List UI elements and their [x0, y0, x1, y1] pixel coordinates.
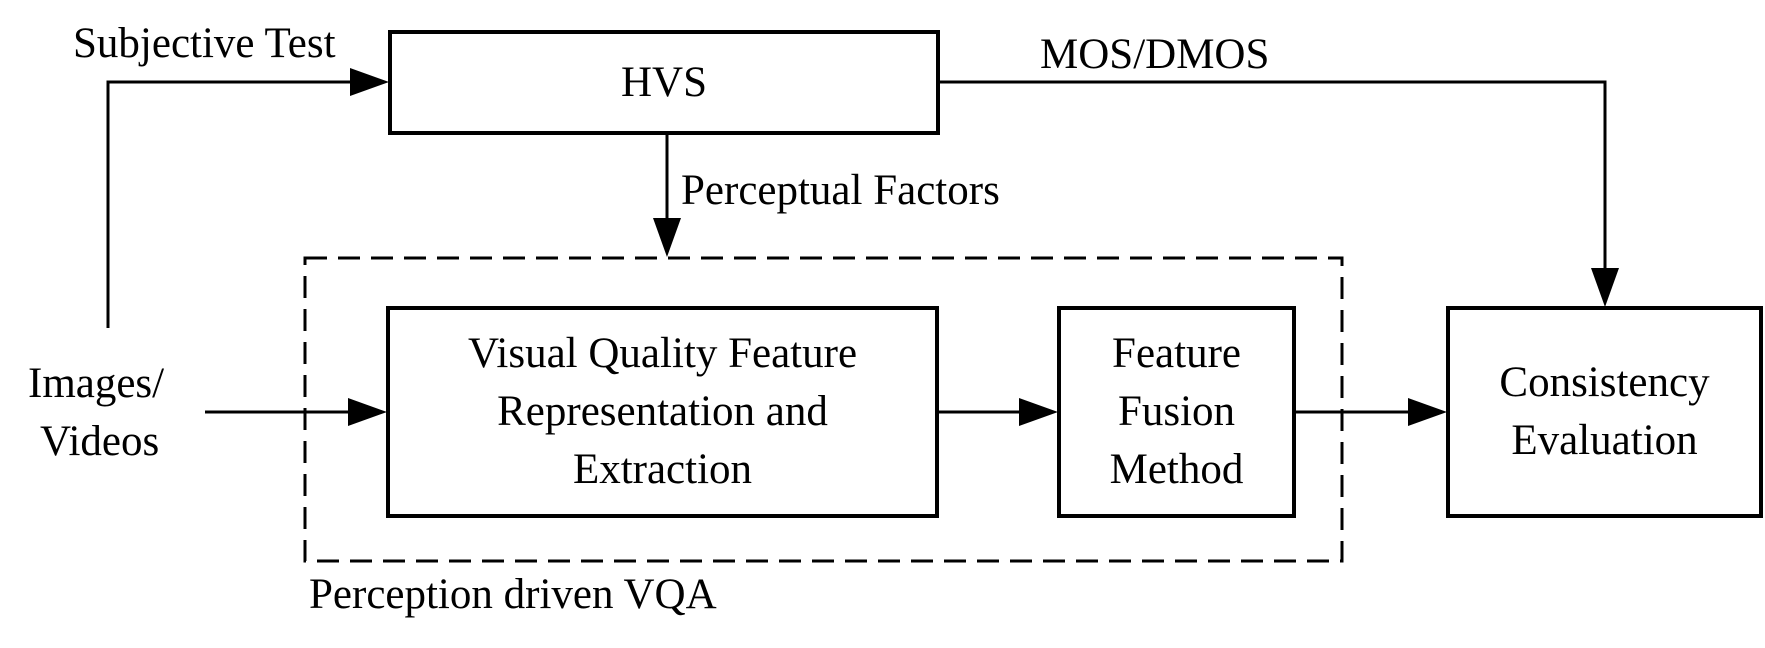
input-arrowhead — [348, 398, 387, 426]
mos-dmos-connector — [938, 80, 1607, 268]
perception-vqa-group-boundary — [303, 256, 1344, 563]
extraction-to-fusion-arrowhead — [1019, 398, 1058, 426]
feature-fusion-line-3: Method — [1109, 446, 1244, 493]
mos-dmos-arrowhead — [1591, 268, 1619, 307]
input-label-line1: Images/ — [28, 360, 165, 407]
consistency-evaluation-line-1: Consistency — [1499, 359, 1710, 406]
consistency-evaluation-box — [1446, 306, 1763, 518]
subjective-test-arrowhead — [350, 68, 389, 96]
feature-extraction-line-3: Extraction — [572, 446, 753, 493]
perceptual-factors-label: Perceptual Factors — [681, 167, 1000, 214]
subjective-test-label: Subjective Test — [73, 20, 336, 67]
feature-extraction-box-text: Visual Quality Feature Representation an… — [388, 308, 937, 516]
feature-fusion-box-text: Feature Fusion Method — [1059, 308, 1294, 516]
fusion-to-evaluation-arrowhead — [1408, 398, 1447, 426]
group-label: Perception driven VQA — [309, 571, 717, 618]
feature-extraction-line-1: Visual Quality Feature — [467, 330, 858, 377]
hvs-label: HVS — [620, 58, 708, 106]
mos-dmos-label: MOS/DMOS — [1040, 31, 1270, 78]
feature-extraction-line-2: Representation and — [497, 388, 828, 435]
feature-fusion-line-2: Fusion — [1117, 388, 1236, 435]
input-label-line2: Videos — [40, 418, 160, 465]
consistency-evaluation-box-text: Consistency Evaluation — [1448, 308, 1761, 516]
hvs-box-text: HVS — [390, 32, 938, 133]
consistency-evaluation-line-2: Evaluation — [1511, 417, 1698, 464]
feature-fusion-line-1: Feature — [1112, 330, 1241, 377]
perceptual-factors-arrowhead — [653, 218, 681, 257]
subjective-test-connector — [106, 80, 350, 328]
